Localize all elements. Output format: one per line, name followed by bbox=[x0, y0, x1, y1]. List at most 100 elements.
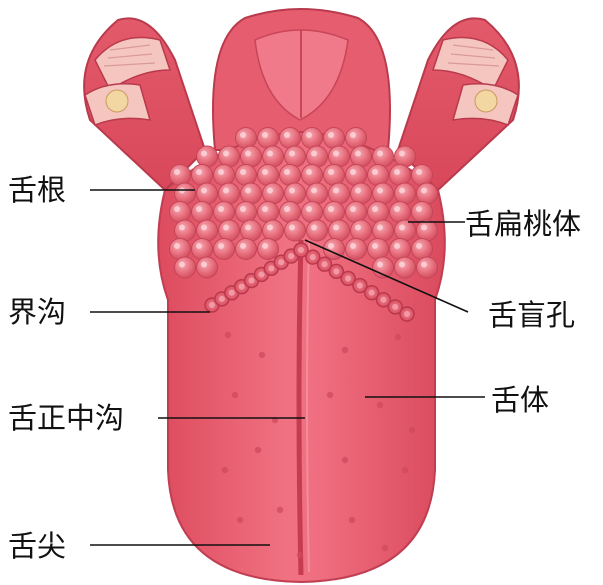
papilla-dot bbox=[232, 392, 238, 398]
label-apex: 舌尖 bbox=[8, 529, 66, 563]
tonsil-bump bbox=[373, 183, 394, 204]
tonsil-bump bbox=[263, 146, 284, 167]
tonsil-bump bbox=[346, 128, 367, 149]
tonsil-bump bbox=[346, 239, 367, 260]
tonsil-bump bbox=[395, 257, 416, 278]
tonsil-bump bbox=[373, 146, 394, 167]
tonsil-bump bbox=[219, 220, 240, 241]
tonsil-bump bbox=[175, 183, 196, 204]
tonsil-bump bbox=[280, 128, 301, 149]
tonsil-bump bbox=[197, 220, 218, 241]
papilla-dot bbox=[402, 467, 408, 473]
tonsil-bump bbox=[258, 128, 279, 149]
median-sulcus-groove bbox=[299, 240, 301, 575]
papilla-dot bbox=[297, 552, 303, 558]
tonsil-bump bbox=[170, 165, 191, 186]
tonsil-bump bbox=[192, 239, 213, 260]
tonsil-bump bbox=[241, 220, 262, 241]
tonsil-bump bbox=[329, 220, 350, 241]
tonsil-bump bbox=[263, 183, 284, 204]
tonsil-bump bbox=[412, 165, 433, 186]
tonsil-bump bbox=[324, 165, 345, 186]
tonsil-bump bbox=[214, 165, 235, 186]
tonsil-bump bbox=[417, 183, 438, 204]
tonsil-bump bbox=[368, 165, 389, 186]
label-root: 舌根 bbox=[8, 173, 66, 207]
tonsil-bump bbox=[170, 202, 191, 223]
tonsil-bump bbox=[258, 165, 279, 186]
tonsil-bump bbox=[307, 146, 328, 167]
tonsil-bump bbox=[395, 183, 416, 204]
papilla-dot bbox=[225, 332, 231, 338]
tonsil-bump bbox=[192, 202, 213, 223]
tonsil-bump bbox=[417, 220, 438, 241]
tonsil-bump bbox=[329, 183, 350, 204]
tonsil-bump bbox=[219, 183, 240, 204]
tonsil-bump bbox=[395, 220, 416, 241]
label-tonsil: 舌扁桃体 bbox=[465, 207, 581, 241]
tonsil-bump bbox=[324, 128, 345, 149]
tonsil-bump bbox=[285, 220, 306, 241]
tonsil-bump bbox=[258, 239, 279, 260]
tonsil-bump bbox=[280, 165, 301, 186]
tonsil-bump bbox=[285, 183, 306, 204]
tonsil-bump bbox=[302, 202, 323, 223]
papilla-dot bbox=[382, 545, 388, 551]
papilla-dot bbox=[255, 447, 261, 453]
tonsil-bump bbox=[175, 257, 196, 278]
tonsil-bump bbox=[192, 165, 213, 186]
tonsil-bump bbox=[219, 146, 240, 167]
tonsil-bump bbox=[197, 257, 218, 278]
papilla-dot bbox=[327, 392, 333, 398]
label-body: 舌体 bbox=[491, 383, 549, 417]
tonsil-bump bbox=[258, 202, 279, 223]
tonsil-bump bbox=[390, 165, 411, 186]
tonsil-bump bbox=[307, 183, 328, 204]
papilla-dot bbox=[349, 517, 355, 523]
tonsil-bump bbox=[263, 220, 284, 241]
vallate-papilla bbox=[400, 307, 414, 321]
tonsil-bump bbox=[346, 202, 367, 223]
tonsil-bump bbox=[214, 202, 235, 223]
tonsil-bump bbox=[236, 202, 257, 223]
tonsil-bump bbox=[307, 220, 328, 241]
tonsil-bump bbox=[412, 239, 433, 260]
tonsil-bump bbox=[236, 239, 257, 260]
tonsil-bump bbox=[417, 257, 438, 278]
tonsil-bump bbox=[351, 220, 372, 241]
tonsil-bump bbox=[412, 202, 433, 223]
tonsil-bump bbox=[390, 239, 411, 260]
papilla-dot bbox=[342, 347, 348, 353]
tonsil-bump bbox=[390, 202, 411, 223]
tonsil-bump bbox=[395, 146, 416, 167]
papilla-dot bbox=[222, 467, 228, 473]
tonsil-bump bbox=[241, 146, 262, 167]
tonsil-bump bbox=[175, 220, 196, 241]
tonsil-bump bbox=[280, 202, 301, 223]
tonsil-bump bbox=[285, 146, 306, 167]
tonsil-bump bbox=[236, 128, 257, 149]
tonsil-bump bbox=[236, 165, 257, 186]
label-foramen-cecum: 舌盲孔 bbox=[488, 298, 575, 332]
tonsil-bump bbox=[302, 165, 323, 186]
papilla-dot bbox=[277, 507, 283, 513]
tonsil-bump bbox=[329, 146, 350, 167]
papilla-dot bbox=[395, 334, 401, 340]
papilla-dot bbox=[409, 427, 415, 433]
tonsil-bump bbox=[241, 183, 262, 204]
tonsil-bump bbox=[346, 165, 367, 186]
tonsil-bump bbox=[302, 128, 323, 149]
tonsil-bump bbox=[351, 146, 372, 167]
label-sulcus-terminalis: 界沟 bbox=[8, 295, 66, 329]
papilla-dot bbox=[342, 457, 348, 463]
tonsil-bump bbox=[214, 239, 235, 260]
tonsil-bump bbox=[197, 183, 218, 204]
tonsil-bump bbox=[368, 202, 389, 223]
label-median-sulcus: 舌正中沟 bbox=[8, 401, 124, 435]
papilla-dot bbox=[377, 402, 383, 408]
tonsil-bump bbox=[170, 239, 191, 260]
tonsil-bump bbox=[197, 146, 218, 167]
tonsil-bump bbox=[368, 239, 389, 260]
tonsil-bump bbox=[324, 202, 345, 223]
